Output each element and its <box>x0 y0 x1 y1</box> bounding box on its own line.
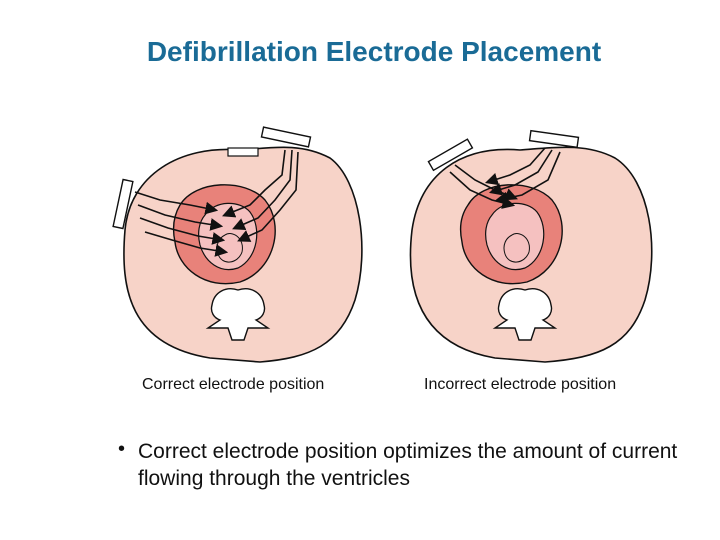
current-paths-left <box>134 149 299 257</box>
anterior-paddle-right <box>528 129 580 149</box>
bullet-marker: • <box>118 438 126 460</box>
lateral-paddle-left <box>112 178 134 230</box>
bullet-text: Correct electrode position optimizes the… <box>138 440 678 490</box>
anterior-paddle-left <box>227 126 312 157</box>
correct-placement-diagram <box>112 126 363 363</box>
current-paths-right <box>449 147 561 209</box>
caption-incorrect: Incorrect electrode position <box>424 376 617 393</box>
heart-right <box>459 184 563 285</box>
vertebra-right <box>492 288 558 341</box>
slide-title: Defibrillation Electrode Placement <box>146 36 602 67</box>
electrode-placement-figure <box>112 126 653 363</box>
incorrect-placement-diagram <box>409 129 653 363</box>
vertebra-left <box>205 288 271 341</box>
caption-correct: Correct electrode position <box>142 376 325 393</box>
upper-paddle-right <box>427 138 474 172</box>
